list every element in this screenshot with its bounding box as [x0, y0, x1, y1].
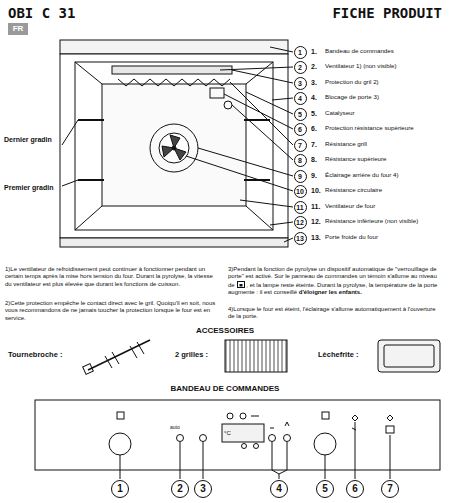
list-number: 12.: [311, 218, 321, 226]
part-name: Résistance supérieure: [325, 156, 448, 163]
callout-circle: 5: [294, 108, 307, 121]
callout-circle: 10: [294, 185, 307, 198]
list-number: 8.: [311, 156, 317, 164]
shelf-label: Premier gradin: [4, 184, 54, 192]
callout-circle: 8: [294, 154, 307, 167]
page-title: FICHE PRODUIT: [332, 5, 442, 22]
part-name: Éclairage arrière du four 4): [325, 172, 448, 179]
lock-icon: [237, 281, 245, 288]
accessory-name: 2 grilles :: [175, 350, 208, 359]
part-name: Résistance grill: [325, 141, 448, 148]
list-number: 2.: [311, 63, 317, 71]
callout-circle: 5: [316, 480, 334, 498]
callout-number: 4: [276, 484, 282, 494]
list-number: 11.: [311, 203, 320, 211]
callout-number: 3: [298, 80, 302, 87]
callout-number: 2: [177, 484, 183, 494]
language-badge: FR: [8, 23, 28, 35]
part-name: Bandeau de commandes: [325, 48, 448, 55]
panel-symbol-label: auto: [170, 424, 180, 430]
callout-number: 9: [298, 173, 302, 180]
list-number: 4.: [311, 94, 317, 102]
accessory-name: Tournebroche :: [8, 350, 62, 359]
part-name: Blocage de porte 3): [325, 94, 448, 101]
callout-number: 13: [296, 235, 304, 242]
part-name: Protection résistance supérieure: [325, 125, 448, 132]
callout-circle: 4: [294, 92, 307, 105]
callout-number: 5: [298, 111, 302, 118]
callout-number: 5: [322, 484, 328, 494]
part-name: Protection du gril 2): [325, 79, 448, 86]
badge-text: FR: [13, 25, 24, 33]
part-name: Ventilateur 1) (non visible): [325, 63, 448, 70]
callout-circle: 12: [294, 216, 307, 229]
callout-number: 6: [352, 484, 358, 494]
callout-number: 6: [298, 126, 302, 133]
shelf-label: Dernier gradin: [4, 136, 54, 144]
callout-circle: 1: [111, 480, 129, 498]
callout-number: 7: [387, 484, 393, 494]
footnote: 1)Le ventilateur de refroidissement peut…: [5, 266, 220, 288]
footnote-warning: d'éloigner les enfants.: [299, 289, 362, 295]
callout-circle: 6: [346, 480, 364, 498]
footnote: 4)Lorsque le four est éteint, l'éclairag…: [228, 306, 443, 321]
part-name: Résistance circulaire: [325, 187, 448, 194]
callout-circle: 4: [270, 480, 288, 498]
list-number: 13.: [311, 234, 321, 242]
callout-circle: 3: [194, 480, 212, 498]
footnote-block: 3)Pendant la fonction de pyrolyse un dis…: [228, 266, 443, 296]
part-name: Porte froide du four: [325, 234, 448, 241]
list-number: 5.: [311, 110, 317, 118]
callout-circle: 3: [294, 77, 307, 90]
callout-number: 10: [296, 188, 304, 195]
callout-circle: 2: [171, 480, 189, 498]
callout-number: 11: [296, 204, 303, 211]
part-name: Catalyseur: [325, 110, 448, 117]
callout-circle: 9: [294, 170, 307, 183]
list-number: 1.: [311, 48, 317, 56]
part-name: Résistance inférieure (non visible): [325, 218, 448, 225]
callout-circle: 2: [294, 61, 307, 74]
callout-number: 2: [298, 64, 302, 71]
display-label: °C: [224, 430, 231, 437]
list-number: 3.: [311, 79, 317, 87]
section-heading: ACCESSOIRES: [196, 326, 254, 336]
callout-number: 7: [298, 142, 302, 149]
callout-circle: 13: [294, 232, 307, 245]
callout-number: 1: [117, 484, 123, 494]
callout-circle: 11: [294, 201, 307, 214]
list-number: 7.: [311, 141, 317, 149]
callout-circle: 7: [294, 139, 307, 152]
accessory-name: Lèchefrite :: [318, 350, 358, 359]
callout-number: 3: [200, 484, 206, 494]
callout-circle: 1: [294, 46, 307, 59]
callout-number: 4: [298, 95, 302, 102]
list-number: 6.: [311, 125, 317, 133]
list-number: 10.: [311, 187, 321, 195]
section-heading: BANDEAU DE COMMANDES: [171, 384, 280, 394]
part-name: Ventilateur de four: [325, 203, 448, 210]
footnote: 2)Cette protection empêche le contact di…: [5, 300, 220, 322]
callout-number: 12: [296, 219, 304, 226]
callout-number: 8: [298, 157, 302, 164]
model-name: OBI C 31: [8, 5, 75, 22]
callout-circle: 6: [294, 123, 307, 136]
list-number: 9.: [311, 172, 317, 180]
callout-circle: 7: [381, 480, 399, 498]
callout-number: 1: [298, 49, 302, 56]
